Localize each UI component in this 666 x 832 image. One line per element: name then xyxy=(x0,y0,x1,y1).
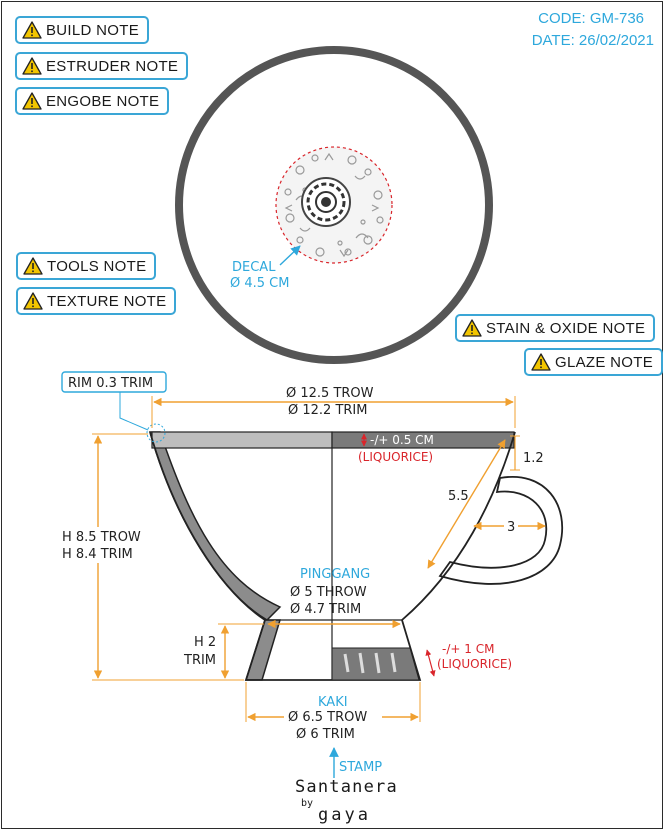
stain-oxide-note-label: STAIN & OXIDE NOTE xyxy=(486,319,646,337)
handle-width-bg xyxy=(504,518,518,534)
brand-by: by xyxy=(301,798,313,809)
foot-height-label: H 2 xyxy=(194,635,216,650)
texture-note-label: TEXTURE NOTE xyxy=(47,292,167,310)
glaze-note-label: GLAZE NOTE xyxy=(555,353,654,371)
width-throw-label: Ø 12.5 TROW xyxy=(286,386,374,401)
foot-brush-strokes xyxy=(343,652,397,674)
foot-glaze-band xyxy=(331,647,420,681)
height-throw-label: H 8.5 TROW xyxy=(62,530,141,545)
wall-section-left xyxy=(149,431,282,621)
handle-width-label: 3 xyxy=(507,520,515,535)
handle-top-label: 1.2 xyxy=(523,451,544,466)
brand-name: Santanera xyxy=(295,777,398,797)
top-view: DECAL Ø 4.5 CM xyxy=(175,46,493,364)
stamp-label: STAMP xyxy=(339,760,382,775)
warning-icon xyxy=(23,292,43,310)
height-label-bg xyxy=(54,527,154,563)
decal-boundary xyxy=(275,146,393,264)
stain-oxide-note-button[interactable]: STAIN & OXIDE NOTE xyxy=(455,314,656,342)
warning-icon xyxy=(531,353,551,371)
kaki-trim-label: Ø 6 TRIM xyxy=(296,727,355,742)
estruder-note-label: ESTRUDER NOTE xyxy=(46,57,179,75)
foot-glaze-color: (LIQUORICE) xyxy=(437,657,512,671)
build-note-label: BUILD NOTE xyxy=(46,21,140,39)
kaki-label: KAKI xyxy=(318,695,348,710)
rim-leader xyxy=(119,392,149,431)
pinggang-label: PINGGANG xyxy=(300,567,370,582)
rim-detail-circle xyxy=(146,423,166,443)
build-note-button[interactable]: BUILD NOTE xyxy=(15,16,150,44)
decal-flower xyxy=(301,177,351,227)
kaki-throw-label: Ø 6.5 TROW xyxy=(288,710,367,725)
rim-label: RIM 0.3 TRIM xyxy=(68,376,153,391)
foot-trim-label: TRIM xyxy=(183,653,216,668)
decal-label: DECAL xyxy=(232,260,276,275)
handle-length-label: 5.5 xyxy=(448,489,469,504)
drawing-date: DATE: 26/02/2021 xyxy=(531,32,654,49)
warning-icon xyxy=(23,257,43,275)
warning-icon xyxy=(462,319,482,337)
warning-icon xyxy=(22,92,42,110)
texture-note-button[interactable]: TEXTURE NOTE xyxy=(16,287,177,315)
tools-note-label: TOOLS NOTE xyxy=(47,257,147,275)
height-trim-label: H 8.4 TRIM xyxy=(62,547,133,562)
handle-length-dim xyxy=(427,439,506,569)
foot-glaze-label: -/+ 1 CM xyxy=(442,642,494,656)
rim-label-box xyxy=(61,371,167,393)
warning-icon xyxy=(22,57,42,75)
decal-leader xyxy=(279,245,301,266)
drawing-code: CODE: GM-736 xyxy=(538,10,644,27)
kaki-label-bg xyxy=(284,709,382,724)
cup-handle xyxy=(438,475,564,585)
glaze-note-button[interactable]: GLAZE NOTE xyxy=(524,348,664,376)
estruder-note-button[interactable]: ESTRUDER NOTE xyxy=(15,52,189,80)
engobe-note-button[interactable]: ENGOBE NOTE xyxy=(15,87,170,115)
decal-pattern xyxy=(276,147,392,263)
foot-glaze-arrow xyxy=(425,649,436,677)
rim-glaze-label: -/+ 0.5 CM xyxy=(370,433,434,447)
brand-sub: gaya xyxy=(318,805,371,825)
engobe-note-label: ENGOBE NOTE xyxy=(46,92,160,110)
tools-note-button[interactable]: TOOLS NOTE xyxy=(16,252,157,280)
pinggang-trim-label: Ø 4.7 TRIM xyxy=(290,602,361,617)
width-trim-label: Ø 12.2 TRIM xyxy=(288,403,367,418)
rim-band-left xyxy=(151,431,333,449)
side-view: RIM 0.3 TRIM Ø 12.5 TROW Ø 12.2 TRIM -/+… xyxy=(54,371,564,825)
pinggang-throw-label: Ø 5 THROW xyxy=(290,585,367,600)
rim-glaze-color: (LIQUORICE) xyxy=(358,450,433,464)
warning-icon xyxy=(22,21,42,39)
decal-size: Ø 4.5 CM xyxy=(230,276,289,291)
